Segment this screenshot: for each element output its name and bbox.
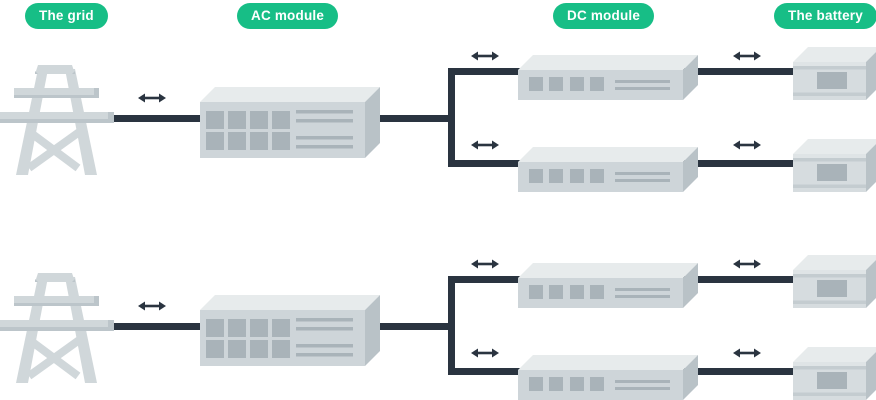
wire-dc1-to-battery [683, 68, 797, 75]
label-the-grid: The grid [25, 3, 108, 29]
wire-split-to-dc-1 [448, 68, 523, 75]
label-the-battery: The battery [774, 3, 876, 29]
dc-module-icon [518, 147, 698, 192]
bidirectional-arrow-icon [469, 347, 501, 359]
dc-module-icon [518, 263, 698, 308]
bidirectional-arrow-icon [469, 258, 501, 270]
wire-dc2-to-battery [683, 160, 797, 167]
label-dc-module: DC module [553, 3, 655, 29]
label-ac-module: AC module [237, 3, 339, 29]
bidirectional-arrow-icon [136, 300, 168, 312]
wire-split-vertical [448, 68, 455, 167]
dc-module-icon [518, 355, 698, 400]
bidirectional-arrow-icon [731, 347, 763, 359]
ac-module-icon [200, 295, 380, 366]
transmission-tower-icon [0, 273, 114, 383]
bidirectional-arrow-icon [731, 50, 763, 62]
wire-split-to-dc-2 [448, 368, 523, 375]
battery-icon [793, 255, 876, 308]
bidirectional-arrow-icon [731, 258, 763, 270]
transmission-tower-icon [0, 65, 114, 175]
wire-dc1-to-battery [683, 276, 797, 283]
wire-dc2-to-battery [683, 368, 797, 375]
bidirectional-arrow-icon [136, 92, 168, 104]
system-1 [0, 47, 876, 192]
ac-module-icon [200, 87, 380, 158]
system-2 [0, 255, 876, 400]
bidirectional-arrow-icon [469, 139, 501, 151]
battery-icon [793, 347, 876, 400]
bidirectional-arrow-icon [469, 50, 501, 62]
dc-module-icon [518, 55, 698, 100]
bidirectional-arrow-icon [731, 139, 763, 151]
battery-icon [793, 139, 876, 192]
wire-split-vertical [448, 276, 455, 375]
wire-split-to-dc-1 [448, 276, 523, 283]
wire-split-to-dc-2 [448, 160, 523, 167]
battery-icon [793, 47, 876, 100]
